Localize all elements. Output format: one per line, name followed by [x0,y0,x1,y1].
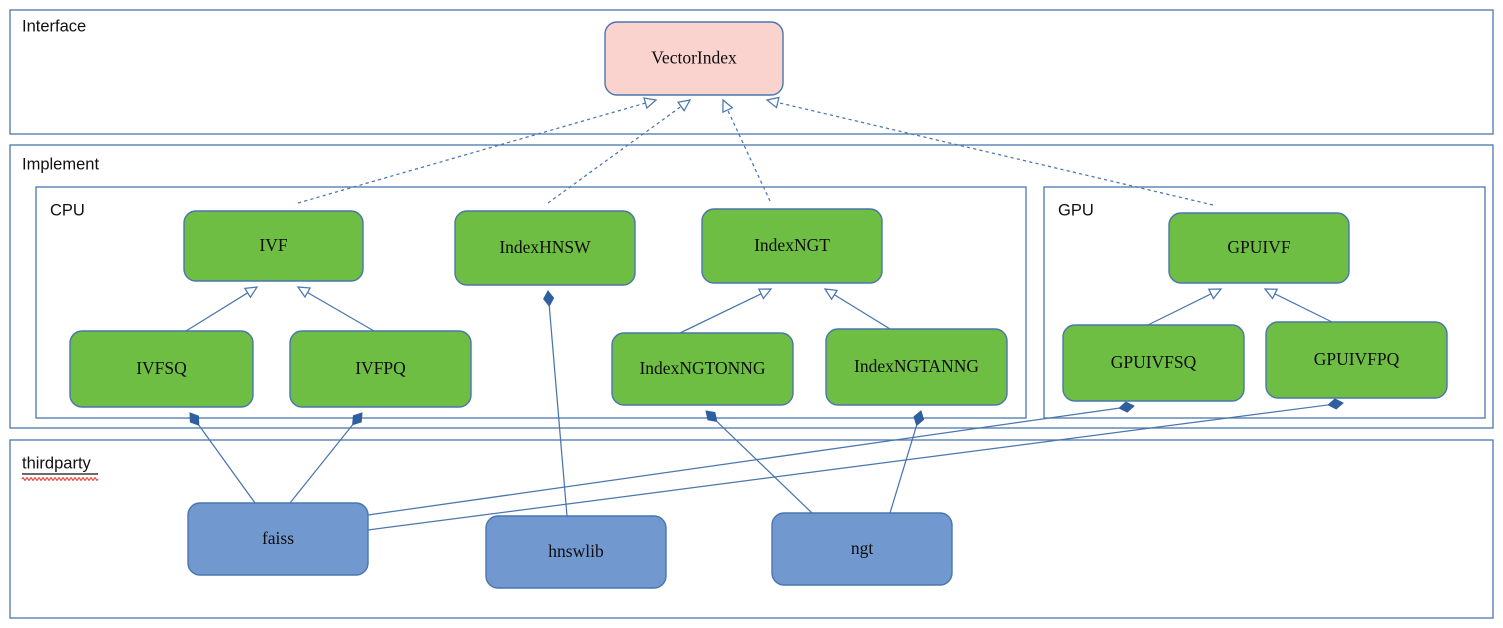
node-label-gpuivfsq: GPUIVFSQ [1111,352,1197,372]
node-hnswlib[interactable]: hnswlib [485,515,667,589]
composition-edge-faiss-gpuivfpq [367,398,1344,531]
edge-line-gpuivf-vectorindex [777,101,1214,206]
inheritance-edge-indexngtonng-indexngt [679,288,773,334]
arrowhead-gpuivf-vectorindex [765,96,780,109]
node-indexngtanng[interactable]: IndexNGTANNG [825,328,1008,406]
node-label-ivf: IVF [259,235,287,255]
node-ngt[interactable]: ngt [771,512,953,586]
edge-line-hnswlib-indexhnsw [548,305,568,517]
node-box-gpuivfpq[interactable] [1265,321,1448,399]
arrowhead-indexngtonng-indexngt [757,288,773,300]
node-box-indexhnsw[interactable] [454,210,636,286]
edge-line-indexhnsw-vectorindex [547,105,682,204]
node-box-indexngtonng[interactable] [611,332,794,406]
node-ivfpq[interactable]: IVFPQ [289,330,472,408]
node-gpuivfpq[interactable]: GPUIVFPQ [1265,321,1448,399]
edge-line-ivfpq-ivf [307,291,375,332]
node-label-faiss: faiss [262,528,294,548]
node-box-indexngtanng[interactable] [825,328,1008,406]
inheritance-edge-gpuivfpq-gpuivf [1263,288,1333,323]
node-indexhnsw[interactable]: IndexHNSW [454,210,636,286]
arrowhead-ivfsq-ivf [243,286,259,299]
composition-edge-hnswlib-indexhnsw [543,290,568,517]
node-label-indexngtonng: IndexNGTONNG [639,358,765,378]
node-label-hnswlib: hnswlib [548,541,604,561]
node-label-gpuivfpq: GPUIVFPQ [1314,349,1400,369]
node-label-vectorindex: VectorIndex [651,48,737,68]
realization-edge-gpuivf-vectorindex [765,96,1214,206]
edge-line-gpuivfpq-gpuivf [1274,293,1333,323]
group-label-thirdparty: thirdparty [22,454,92,472]
node-label-gpuivf: GPUIVF [1227,237,1290,257]
node-box-ivfpq[interactable] [289,330,472,408]
edge-line-ivf-vectorindex [297,102,646,204]
node-label-indexngtanng: IndexNGTANNG [854,356,979,376]
node-box-gpuivfsq[interactable] [1062,324,1245,402]
node-box-faiss[interactable] [187,502,369,576]
composition-edge-faiss-ivfsq [189,412,256,504]
node-box-ivfsq[interactable] [69,330,254,408]
node-box-gpuivf[interactable] [1168,212,1350,284]
realization-edge-indexhnsw-vectorindex [547,99,692,204]
node-label-indexngt: IndexNGT [754,235,830,255]
node-box-ngt[interactable] [771,512,953,586]
node-gpuivfsq[interactable]: GPUIVFSQ [1062,324,1245,402]
edge-line-faiss-gpuivfsq [367,407,1120,516]
node-vectorindex[interactable]: VectorIndex [604,21,784,96]
node-ivfsq[interactable]: IVFSQ [69,330,254,408]
edge-line-ngt-indexngtanng [889,425,918,514]
group-label-cpu: CPU [50,201,85,219]
node-indexngt[interactable]: IndexNGT [701,208,883,284]
node-box-indexngt[interactable] [701,208,883,284]
node-indexngtonng[interactable]: IndexNGTONNG [611,332,794,406]
edge-line-gpuivfsq-gpuivf [1147,293,1212,326]
edges [185,96,1344,531]
group-label-interface: Interface [22,17,86,35]
node-box-ivf[interactable] [183,210,364,282]
node-gpuivf[interactable]: GPUIVF [1168,212,1350,284]
inheritance-edge-indexngtanng-indexngt [823,288,891,330]
composition-edge-ngt-indexngtonng [705,410,813,514]
composition-edge-ngt-indexngtanng [889,410,925,514]
edge-line-faiss-ivfsq [198,424,256,504]
edge-line-ngt-indexngtonng [716,420,813,514]
edge-line-indexngtanng-indexngt [834,294,891,330]
edge-line-indexngt-vectorindex [727,109,771,202]
inheritance-edge-ivfpq-ivf [296,286,375,332]
node-label-ivfsq: IVFSQ [136,358,187,378]
diamond-ngt-indexngtonng [705,410,718,423]
composition-edge-faiss-ivfpq [289,412,363,504]
realization-edge-ivf-vectorindex [297,97,658,204]
inheritance-edge-ivfsq-ivf [185,286,259,332]
node-faiss[interactable]: faiss [187,502,369,576]
node-box-hnswlib[interactable] [485,515,667,589]
edge-line-faiss-ivfpq [289,424,354,504]
group-label-gpu: GPU [1058,201,1094,219]
realization-edge-indexngt-vectorindex [722,98,771,202]
inheritance-edge-gpuivfsq-gpuivf [1147,288,1223,326]
group-label-implement: Implement [22,155,99,173]
edge-line-faiss-gpuivfpq [367,404,1329,531]
node-label-indexhnsw: IndexHNSW [499,237,591,257]
node-ivf[interactable]: IVF [183,210,364,282]
edge-line-ivfsq-ivf [185,292,248,332]
node-box-vectorindex[interactable] [604,21,784,96]
composition-edge-faiss-gpuivfsq [367,401,1135,516]
arrowhead-indexhnsw-vectorindex [676,99,692,112]
spellcheck-squiggle-thirdparty [21,477,99,481]
arrowhead-indexngt-vectorindex [722,98,734,114]
edge-line-indexngtonng-indexngt [679,293,762,334]
node-label-ngt: ngt [851,538,874,558]
node-label-ivfpq: IVFPQ [355,358,406,378]
